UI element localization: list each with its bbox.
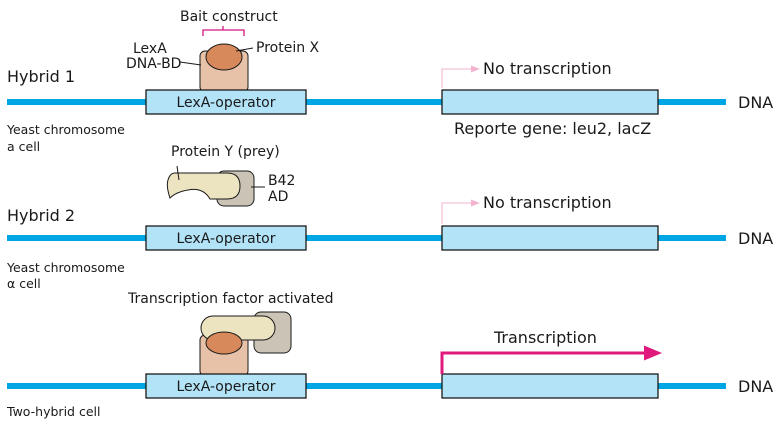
bait-construct-bracket	[202, 29, 245, 36]
dna-label-3: DNA	[738, 377, 773, 396]
dna-label-2: DNA	[738, 229, 773, 248]
no-transcription-arrow-2	[441, 199, 480, 224]
bait-construct-label: Bait construct	[180, 9, 278, 25]
lexa-operator-box-2	[145, 225, 307, 251]
cell-label-2: α cell	[7, 276, 41, 291]
lexa-operator-label-2: LexA-operator	[177, 231, 276, 247]
dna-label-1: DNA	[738, 93, 773, 112]
protein-y-shape	[166, 172, 241, 200]
lexa-label: LexA	[133, 41, 167, 57]
lexa-leader	[179, 61, 202, 66]
b42-label: B42	[268, 173, 295, 189]
reporter-gene-box-3	[441, 373, 659, 399]
hybrid-2-label: Hybrid 2	[7, 206, 75, 225]
no-transcription-arrow-1	[441, 65, 480, 88]
ad-label: AD	[268, 189, 288, 205]
reporter-gene-box-1	[441, 89, 659, 115]
chromosome-label-1: Yeast chromosome	[6, 122, 125, 137]
panel-hybrid-1: Bait construct Protein X LexA DNA-BD Hyb…	[6, 9, 773, 154]
lexa-operator-label-1: LexA-operator	[177, 95, 276, 111]
activated-title: Transcription factor activated	[127, 291, 333, 307]
protein-x-shape	[205, 43, 243, 71]
transcription-arrow	[440, 345, 662, 374]
two-hybrid-cell-label: Two-hybrid cell	[6, 404, 100, 419]
hybrid-1-label: Hybrid 1	[7, 67, 75, 86]
activated-complex-icon	[199, 311, 292, 377]
protein-y-leader	[176, 165, 180, 181]
reporter-gene-label: Reporte gene: leu2, lacZ	[454, 119, 651, 138]
lexa-operator-box-1	[145, 89, 307, 115]
cell-label-1: a cell	[7, 139, 40, 154]
panel-hybrid-2: Protein Y (prey) B42 AD Hybrid 2 LexA-op…	[6, 144, 773, 291]
protein-x-shape-3	[205, 331, 243, 355]
no-transcription-label-2: No transcription	[483, 193, 612, 212]
chromosome-label-2: Yeast chromosome	[6, 260, 125, 275]
prey-b42-icon	[166, 170, 255, 207]
reporter-gene-box-2	[441, 225, 659, 251]
lexa-operator-label-3: LexA-operator	[177, 379, 276, 395]
transcription-label: Transcription	[493, 328, 597, 347]
prey-label: Protein Y (prey)	[171, 144, 280, 160]
lexa-bait-icon	[199, 43, 249, 93]
lexa-operator-box-3	[145, 373, 307, 399]
protein-x-label: Protein X	[256, 40, 320, 56]
protein-x-leader	[235, 47, 254, 52]
dna-bd-label: DNA-BD	[126, 56, 181, 72]
no-transcription-label-1: No transcription	[483, 59, 612, 78]
panel-two-hybrid: Transcription factor activated LexA-oper…	[6, 291, 773, 419]
